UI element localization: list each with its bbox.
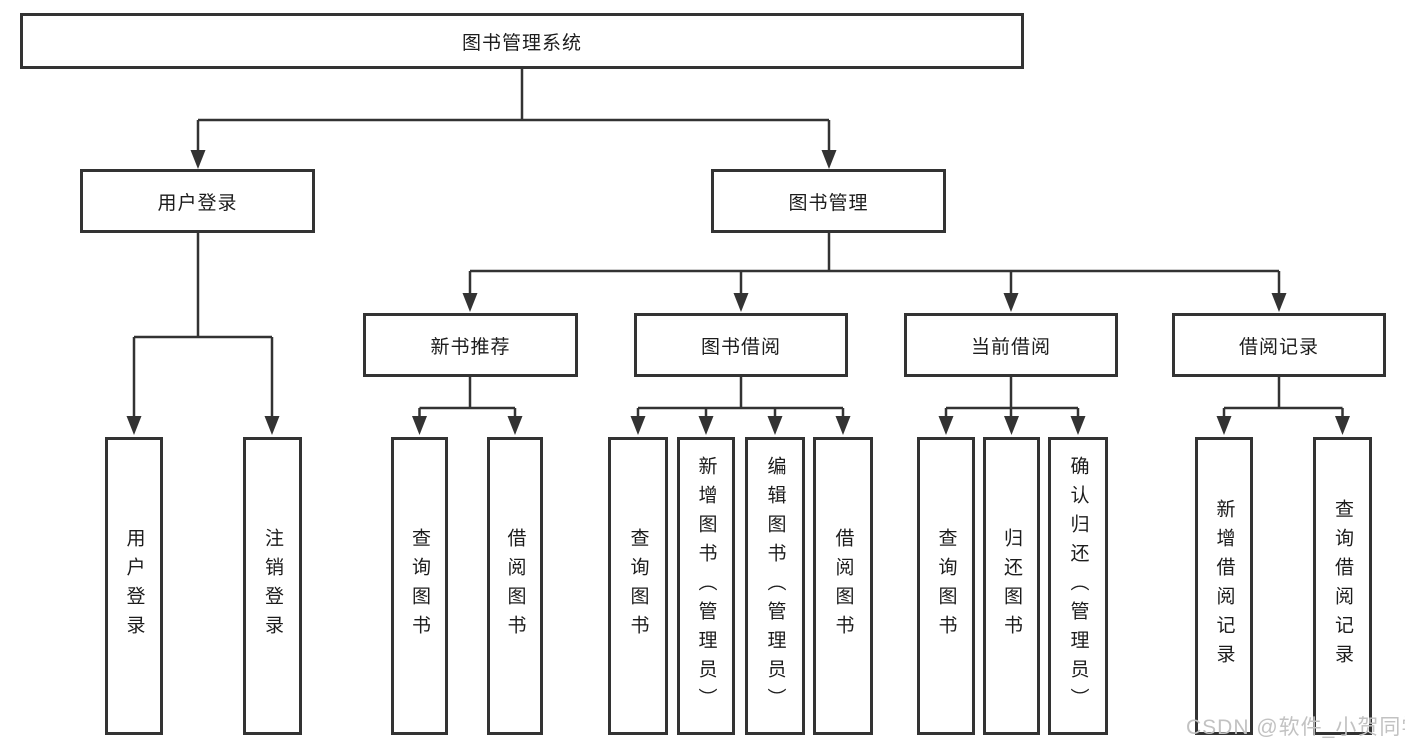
leaf-current-confirm-return-admin: 确认归还（管理员） xyxy=(1048,437,1108,735)
node-current-borrowing: 当前借阅 xyxy=(904,313,1118,377)
connector-current-borrowing-children xyxy=(944,377,1080,418)
node-borrowing-records: 借阅记录 xyxy=(1172,313,1386,377)
connector-book-borrowing-children xyxy=(636,377,845,418)
csdn-watermark: CSDN @软件_小贺同学 xyxy=(1186,716,1405,739)
node-library-system: 图书管理系统 xyxy=(20,13,1024,69)
leaf-user-login: 用户登录 xyxy=(105,437,163,735)
node-book-borrowing: 图书借阅 xyxy=(634,313,848,377)
node-new-book-recommend: 新书推荐 xyxy=(363,313,578,377)
leaf-borrowing-add-books-admin: 新增图书（管理员） xyxy=(677,437,735,735)
leaf-records-add-borrow-record: 新增借阅记录 xyxy=(1195,437,1253,735)
leaf-current-query-books: 查询图书 xyxy=(917,437,975,735)
leaf-logout: 注销登录 xyxy=(243,437,302,735)
node-book-management: 图书管理 xyxy=(711,169,946,233)
connector-root-to-level2 xyxy=(196,69,831,151)
leaf-newbook-borrow-books: 借阅图书 xyxy=(487,437,543,735)
connector-borrowing-records-children xyxy=(1222,377,1344,418)
leaf-current-return-books: 归还图书 xyxy=(983,437,1040,735)
connector-new-book-children xyxy=(418,377,517,418)
leaf-borrowing-edit-books-admin: 编辑图书（管理员） xyxy=(745,437,805,735)
leaf-borrowing-query-books: 查询图书 xyxy=(608,437,668,735)
leaf-borrowing-borrow-books: 借阅图书 xyxy=(813,437,873,735)
connector-book-management-children xyxy=(468,233,1281,294)
node-user-login: 用户登录 xyxy=(80,169,315,233)
leaf-records-query-borrow-record: 查询借阅记录 xyxy=(1313,437,1372,735)
connector-user-login-children xyxy=(132,233,274,417)
leaf-newbook-query-books: 查询图书 xyxy=(391,437,448,735)
arrowheads xyxy=(126,150,1350,435)
